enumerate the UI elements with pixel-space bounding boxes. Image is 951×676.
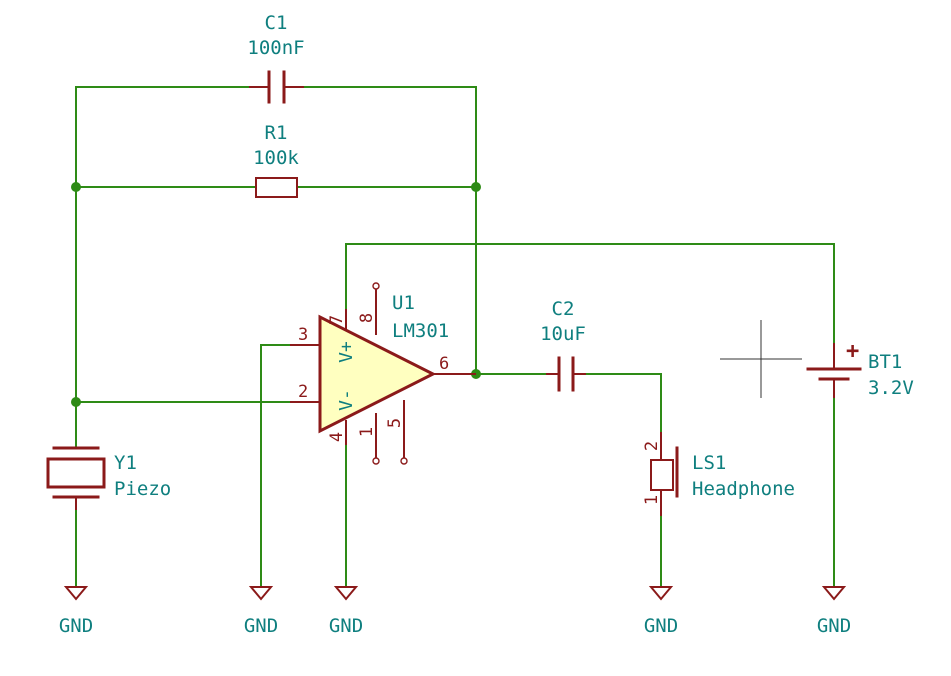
crosshair-cursor-icon	[720, 320, 802, 398]
bt1-ref: BT1	[868, 351, 902, 373]
u1-ref: U1	[392, 292, 415, 314]
opamp-body	[318, 314, 437, 434]
junctions	[71, 182, 481, 407]
gnd-symbol: GND	[244, 586, 278, 637]
u1-vplus-label: V+	[336, 341, 357, 363]
gnd-label: GND	[817, 615, 851, 637]
u1-pin5-num: 5	[385, 418, 405, 428]
ls1-pin2-num: 2	[642, 441, 662, 451]
junction-dot	[471, 182, 481, 192]
gnd-label: GND	[59, 615, 93, 637]
piezo-y1[interactable]: Y1 Piezo	[46, 446, 171, 510]
gnd-label: GND	[329, 615, 363, 637]
u1-vminus-label: V-	[336, 389, 357, 411]
no-connect-pin8	[372, 282, 380, 290]
u1-pin8-num: 8	[357, 313, 377, 323]
no-connect-pin1	[372, 457, 380, 465]
u1-pin3-num: 3	[298, 325, 308, 345]
c2-value: 10uF	[540, 323, 586, 345]
u1-pin2-num: 2	[298, 382, 308, 402]
junction-dot	[71, 397, 81, 407]
capacitor-c2[interactable]: C2 10uF	[540, 298, 586, 392]
c2-ref: C2	[552, 298, 575, 320]
u1-pin4-num: 4	[327, 432, 347, 442]
bt1-plus-sign: +	[846, 339, 859, 364]
gnd-symbol: GND	[59, 586, 93, 637]
gnd-symbol: GND	[644, 586, 678, 637]
junction-dot	[71, 182, 81, 192]
ls1-pin1-num: 1	[642, 495, 662, 505]
r1-ref: R1	[265, 122, 288, 144]
gnd-label: GND	[244, 615, 278, 637]
gnd-symbols: GND GND GND GND GND	[59, 586, 851, 637]
u1-pin7-num: 7	[327, 315, 347, 325]
resistor-r1[interactable]: R1 100k	[253, 122, 299, 198]
capacitor-c1[interactable]: C1 100nF	[247, 12, 305, 104]
u1-value: LM301	[392, 320, 449, 342]
c1-ref: C1	[265, 12, 288, 34]
u1-pin6-num: 6	[439, 354, 449, 374]
ls1-ref: LS1	[692, 452, 726, 474]
gnd-label: GND	[644, 615, 678, 637]
c1-value: 100nF	[247, 37, 304, 59]
gnd-symbol: GND	[817, 586, 851, 637]
no-connect-pin5	[400, 457, 408, 465]
wires	[75, 86, 835, 588]
y1-ref: Y1	[114, 452, 137, 474]
speaker-ls1[interactable]: 2 1 LS1 Headphone	[642, 432, 795, 516]
r1-value: 100k	[253, 147, 299, 169]
opamp-u1[interactable]: 3 2 6 7 8 4 1 5 V+ V- U1 LM301	[290, 282, 476, 465]
y1-value: Piezo	[114, 478, 171, 500]
ls1-value: Headphone	[692, 478, 795, 500]
u1-pin1-num: 1	[357, 427, 377, 437]
bt1-value: 3.2V	[868, 377, 914, 399]
battery-bt1[interactable]: + BT1 3.2V	[806, 339, 914, 399]
gnd-symbol: GND	[329, 586, 363, 637]
